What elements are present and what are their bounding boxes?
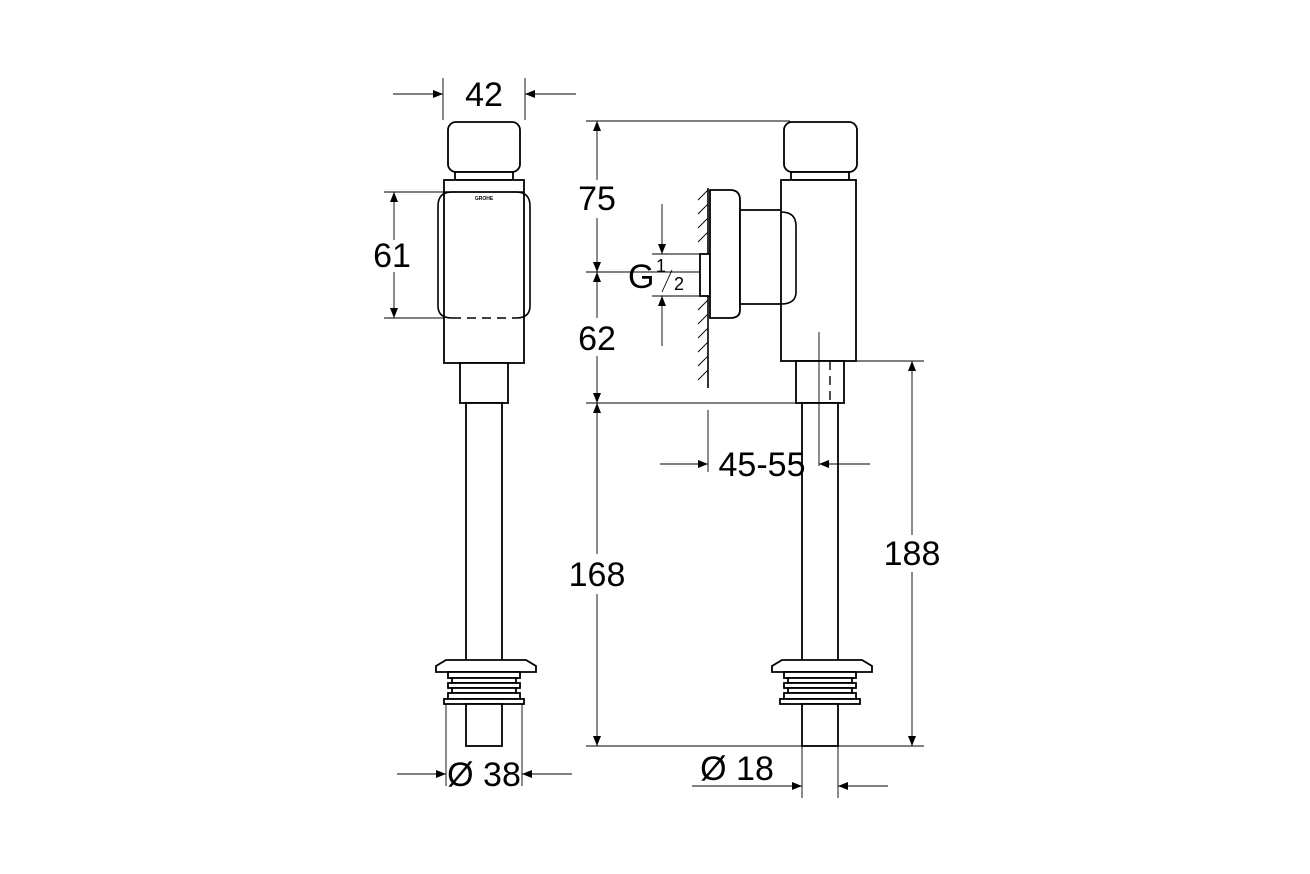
push-button-cap [447, 121, 521, 173]
dim-connection-numerator: 1 [656, 256, 666, 276]
dim-pipe-diameter: Ø 18 [700, 750, 774, 788]
arm-join [780, 211, 797, 305]
dim-total-height: 188 [884, 535, 941, 573]
cap-collar [454, 171, 514, 181]
thread-ring [783, 671, 857, 679]
brand-logo: GROHE [475, 196, 494, 202]
dim-cap-height: 75 [578, 180, 616, 218]
dim-flange-diameter: Ø 38 [447, 756, 521, 794]
cap-collar [790, 171, 850, 181]
wall-connection-thread [699, 253, 711, 297]
flush-pipe [465, 402, 503, 666]
wall-flange [709, 189, 741, 319]
dim-connection: G [628, 258, 654, 296]
dim-body-height: 61 [373, 237, 411, 275]
dim-connection-denominator: 2 [674, 274, 684, 294]
side-view: 75 62 168 188 [569, 120, 941, 798]
dim-wall-distance: 45-55 [719, 446, 806, 484]
thread-ring [783, 692, 857, 700]
fraction-slash [661, 269, 673, 293]
flange-nut [771, 659, 873, 673]
flush-pipe [801, 402, 839, 666]
valve-body [443, 179, 525, 364]
flange-nut [435, 659, 537, 673]
dim-top-width: 42 [465, 76, 503, 114]
outlet-nipple [795, 360, 845, 404]
outlet-nipple [459, 362, 509, 404]
thread-ring [447, 671, 521, 679]
valve-body [780, 179, 857, 362]
push-button-cap [783, 121, 858, 173]
pipe-end [801, 703, 839, 747]
wall-hatching [697, 189, 709, 381]
front-view: 42 GROHE 61 Ø 38 [373, 76, 576, 794]
pipe-end [465, 703, 503, 747]
dim-pipe-length: 168 [569, 556, 626, 594]
dim-lower-height: 62 [578, 320, 616, 358]
thread-ring [447, 692, 521, 700]
cover-plate-outline [437, 191, 453, 319]
